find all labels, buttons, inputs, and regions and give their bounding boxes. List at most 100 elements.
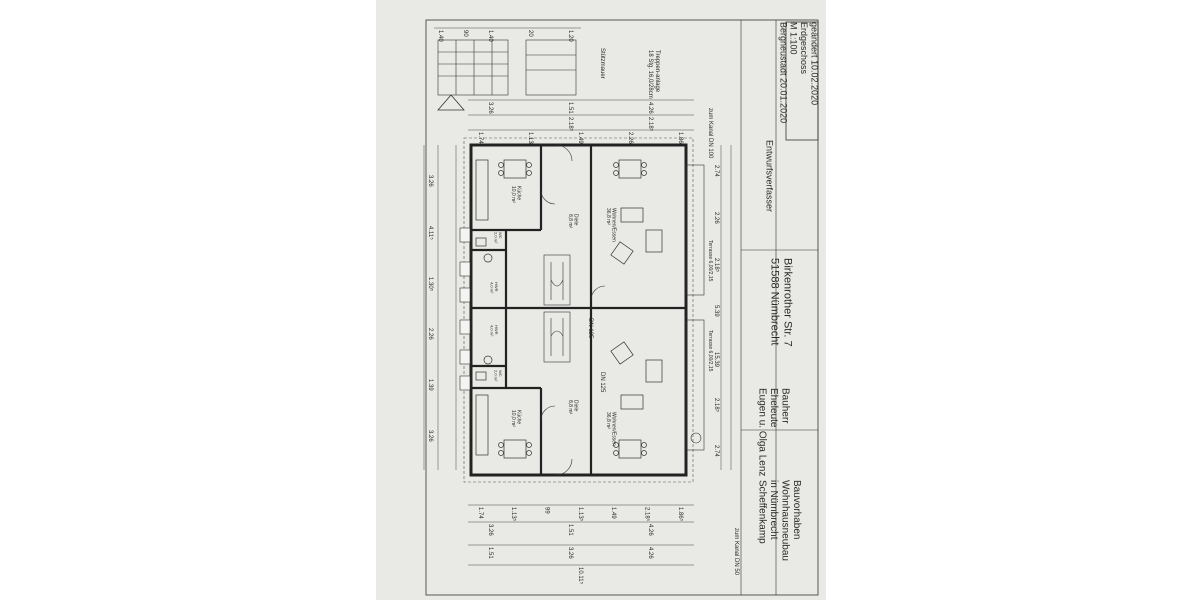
dimension-lines-side [423, 145, 732, 470]
floor-plan [423, 19, 819, 596]
terrace-bottom-note: Terrasse 6,00/2,15 [706, 330, 713, 372]
dimension-label-left-4: 1.39 [426, 379, 433, 391]
interior-walls [471, 145, 686, 475]
dimension-label-b1-4: 1.49 [610, 507, 617, 519]
designer-label: Entwurfsverfasser [764, 140, 775, 213]
dimension-label-row3-0: 2.18⁵ [566, 117, 573, 132]
furniture [475, 159, 663, 459]
dimension-label-b2-2: 4.26 [646, 524, 653, 536]
changed-date: geändert 10.02.2020 [809, 22, 820, 106]
sofa-icon [620, 207, 644, 223]
dimension-label-top-2: 1.40 [486, 30, 493, 42]
kitchen-counter [475, 159, 489, 221]
dimension-label-b3-0: 1.51 [486, 547, 493, 559]
terraces [685, 164, 705, 451]
dimension-label-top-1: 90 [461, 30, 468, 37]
dimension-label-b3-1: 3.26 [566, 547, 573, 559]
terrace-top-note: Terrasse 6,00/2,15 [706, 240, 713, 282]
owner-label: Bauherr [779, 388, 791, 424]
place-date: Bergneustadt 20.01.2020 [778, 22, 789, 124]
dimension-label-row4-4: 1.86⁵ [676, 132, 683, 147]
owner-line2: Eugen u. Olga Lenz [756, 388, 768, 477]
dimension-lines-top [434, 27, 694, 566]
address-block: Birkenrother Str. 7 51588 Nümbrecht [768, 258, 794, 347]
project-line3: Scheffenkamp [756, 480, 768, 544]
dimension-label-b1-6: 1.86⁵ [676, 507, 683, 522]
dimension-label-right-0: 2.74 [712, 165, 719, 177]
armchair-icon [610, 341, 634, 365]
scale-box [785, 21, 819, 141]
dimension-label-row2-0: 3.26 [486, 102, 493, 114]
foundation-outline [463, 137, 694, 483]
address-street: Birkenrother Str. 7 [781, 258, 794, 347]
inner-stairs [543, 254, 571, 363]
dining-table-icon [503, 439, 527, 459]
dimension-label-right-4: 15.39 [712, 351, 719, 367]
support-wall-note: Stützmauer [598, 48, 605, 79]
dimension-label-row4-0: 1.74 [476, 132, 483, 144]
door-swings [540, 144, 606, 476]
drawing-sheet: geändert 10.02.2020 Erdgeschoss M 1:100 … [376, 0, 826, 600]
dimension-label-left-1: 4.11⁵ [426, 226, 433, 240]
toilet-icon [483, 253, 493, 263]
dimension-label-right-1: 2.26 [712, 211, 719, 224]
dining-table-icon [618, 159, 642, 179]
canal-bottom-note: zum Kanal DN 50 [732, 528, 739, 576]
dimension-label-row4-3: 2.26 [626, 132, 633, 144]
inspection-shaft-icon [690, 432, 702, 444]
address-city: 51588 Nümbrecht [768, 258, 781, 346]
dimension-label-b1-3: 1.13⁵ [576, 507, 583, 522]
dimension-label-left-2: 1.30⁵ [426, 277, 433, 292]
dimension-label-left-0: 3.26 [426, 175, 433, 187]
dining-table-icon [503, 159, 527, 179]
stairs-note: Treppen-anlage 18 Stg. 16,0/28cm [646, 50, 660, 99]
stair-structure [437, 39, 577, 96]
dimension-label-row3-1: 2.18⁵ [646, 117, 653, 132]
dimension-label-left-3: 2.26 [426, 328, 433, 340]
project-label: Bauvorhaben [791, 480, 802, 540]
window-marks [459, 227, 471, 391]
project-line2: in Nümbrecht [768, 480, 779, 540]
building-outline [469, 143, 688, 477]
kitchen-counter [475, 394, 489, 456]
dimension-label-b3-2: 4.26 [646, 547, 653, 559]
dimension-label-right-5: 2.18⁵ [712, 398, 719, 413]
dimension-label-left-5: 3.26 [426, 430, 433, 442]
dimension-label-right-2: 2.18⁵ [712, 258, 719, 273]
armchair-icon [610, 241, 634, 265]
steps-label: 18 Stg. 16,0/28cm [646, 50, 653, 99]
project-line1: Wohnhausneubau [779, 480, 791, 561]
pipe-bottom-note: DN 125 [598, 372, 605, 393]
owner-line1: Eheleute [768, 388, 779, 428]
scale-label: M 1:100 [788, 22, 799, 55]
dimension-label-b1-0: 1.74 [476, 507, 483, 519]
dimension-label-b2-0: 3.26 [486, 524, 493, 536]
dimension-label-right-3: 5.39 [712, 305, 719, 317]
pipe-top-note: DN 125 [586, 318, 593, 339]
dimension-label-row2-2: 4.26 [646, 102, 653, 114]
dimension-label-row4-2: 1.49 [576, 132, 583, 144]
dimension-label-right-6: 2.74 [712, 445, 719, 457]
dimension-label-top-3: 20 [526, 30, 533, 37]
dining-table-icon [618, 439, 642, 459]
owner-block: Bauherr Eheleute Eugen u. Olga Lenz [756, 388, 791, 476]
dimension-label-row2-1: 1.51 [566, 102, 573, 114]
dimension-label-b1-5: 2.18⁵ [643, 507, 650, 522]
project-block: Bauvorhaben Wohnhausneubau in Nümbrecht … [756, 480, 803, 561]
title-block-info: geändert 10.02.2020 Erdgeschoss M 1:100 … [778, 22, 819, 123]
north-arrow-icon [437, 94, 465, 111]
canal-top-note: zum Kanal DN 100 [706, 108, 713, 159]
sofa-icon [620, 394, 644, 410]
toilet-icon [483, 355, 493, 365]
dimension-label-b1-2: 99 [543, 507, 550, 514]
